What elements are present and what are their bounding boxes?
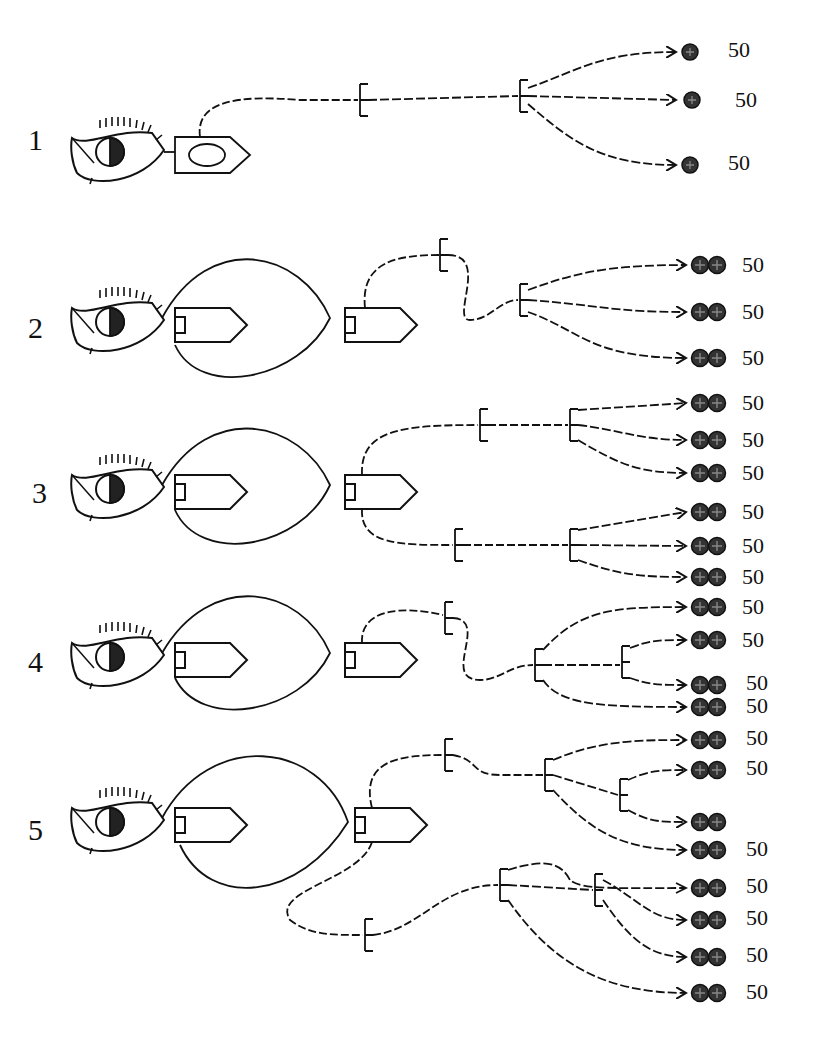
count-label: 50	[742, 566, 764, 588]
count-label: 50	[742, 301, 764, 323]
count-label: 50	[742, 629, 764, 651]
row-number: 3	[32, 478, 47, 508]
row-number: 1	[28, 125, 43, 155]
count-label: 50	[742, 596, 764, 618]
count-label: 50	[746, 944, 768, 966]
count-label: 50	[742, 429, 764, 451]
count-label: 50	[746, 672, 768, 694]
count-label: 50	[742, 501, 764, 523]
count-label: 50	[742, 535, 764, 557]
row-number: 4	[28, 647, 43, 677]
row-number: 2	[28, 313, 43, 343]
count-label: 50	[746, 981, 768, 1003]
count-label: 50	[728, 152, 750, 174]
count-label: 50	[728, 39, 750, 61]
count-label: 50	[735, 89, 757, 111]
count-label: 50	[742, 254, 764, 276]
count-label: 50	[746, 907, 768, 929]
row-number: 5	[28, 815, 43, 845]
count-label: 50	[746, 875, 768, 897]
count-label: 50	[746, 695, 768, 717]
count-label: 50	[746, 727, 768, 749]
count-label: 50	[746, 757, 768, 779]
count-label: 50	[742, 347, 764, 369]
count-label: 50	[742, 392, 764, 414]
count-label: 50	[746, 838, 768, 860]
count-label: 50	[742, 462, 764, 484]
